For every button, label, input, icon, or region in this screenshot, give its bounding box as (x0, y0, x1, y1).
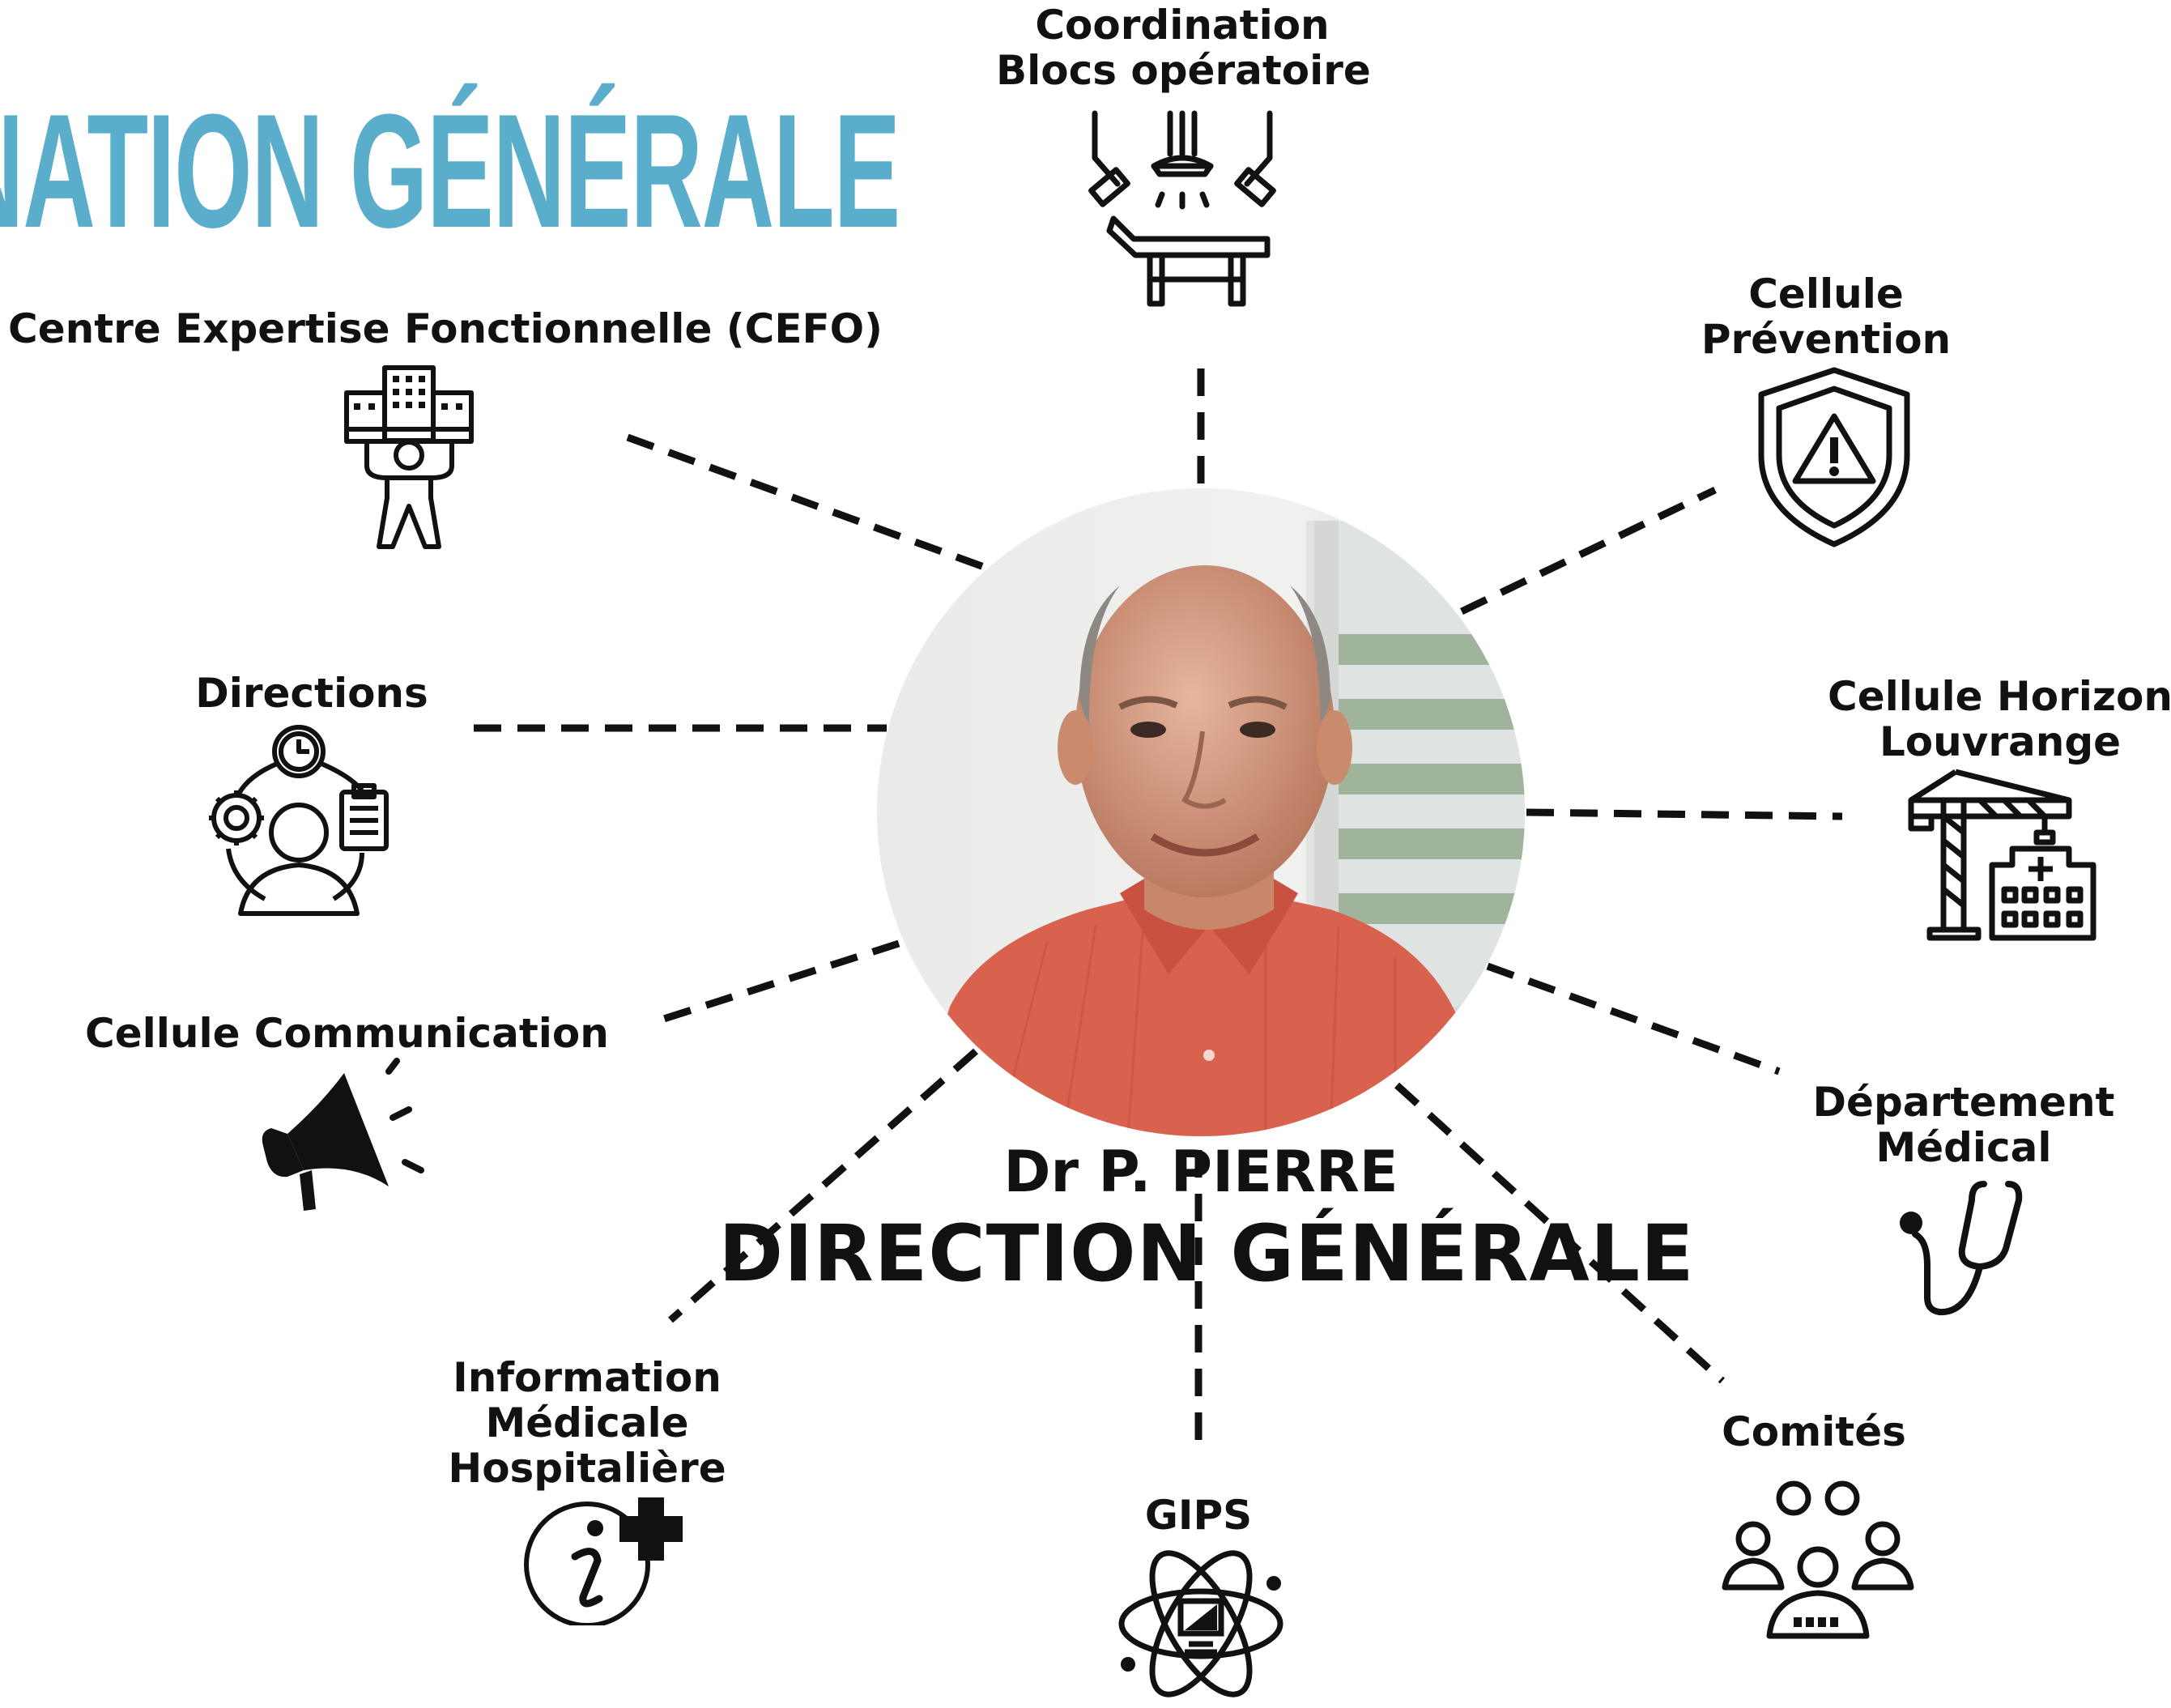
page-title: NATION GÉNÉRALE (0, 81, 900, 262)
operating-room-icon (1085, 109, 1279, 308)
atom-icon (1116, 1543, 1286, 1705)
connector-cefo (626, 433, 985, 571)
node-coordination-label: Coordination Blocs opératoire (996, 2, 1371, 94)
person-lifting-buildings-icon (343, 364, 476, 551)
node-comites-line1: Comités (1722, 1408, 1906, 1455)
group-icon (1721, 1478, 1915, 1640)
node-communication-line1: Cellule Communication (85, 1010, 609, 1057)
director-name: Dr P. PIERRE (1003, 1139, 1398, 1205)
node-imh-line1: Information (453, 1354, 722, 1401)
node-directions-label: Directions (174, 671, 449, 716)
warning-shield-icon (1753, 366, 1915, 548)
node-horizon-label: Cellule Horizon Louvrange (1818, 674, 2171, 765)
megaphone-icon (255, 1057, 425, 1211)
node-imh-line3: Hospitalière (448, 1445, 726, 1492)
node-medical-line1: Département (1812, 1079, 2115, 1126)
info-plus-icon (518, 1492, 692, 1625)
node-coordination-line1: Coordination (1035, 2, 1330, 49)
node-horizon-line2: Louvrange (1879, 718, 2122, 765)
center-title: DIRECTION GÉNÉRALE (718, 1208, 1695, 1299)
node-directions-line1: Directions (195, 670, 428, 717)
node-medical-line2: Médical (1875, 1124, 2052, 1171)
connector-imh (668, 1048, 978, 1323)
manager-tasks-icon (200, 719, 398, 918)
node-cefo-line1: Centre Expertise Fonctionnelle (CEFO) (8, 305, 883, 352)
connector-communication (662, 939, 900, 1023)
connector-comites (1394, 1082, 1726, 1384)
node-prevention-label: Cellule Prévention (1672, 271, 1980, 362)
node-gips-line1: GIPS (1144, 1492, 1253, 1539)
node-imh-label: Information Médicale Hospitalière (433, 1355, 741, 1491)
connector-horizon (1526, 808, 1843, 820)
node-imh-line2: Médicale (485, 1399, 689, 1446)
node-horizon-line1: Cellule Horizon (1828, 673, 2171, 720)
stethoscope-icon (1891, 1176, 2028, 1318)
node-prevention-line2: Prévention (1701, 316, 1952, 363)
director-photo (877, 488, 1525, 1136)
connector-prevention (1460, 486, 1717, 615)
node-prevention-line1: Cellule (1748, 270, 1904, 317)
connector-medical (1486, 962, 1781, 1075)
node-gips-label: GIPS (1113, 1493, 1283, 1538)
node-comites-label: Comités (1709, 1409, 1919, 1455)
node-medical-label: Département Médical (1810, 1080, 2118, 1170)
node-coordination-line2: Blocs opératoire (996, 47, 1371, 94)
node-communication-label: Cellule Communication (85, 1010, 609, 1057)
crane-hospital-icon (1907, 768, 2101, 942)
node-cefo-label: Centre Expertise Fonctionnelle (CEFO) (8, 305, 883, 352)
